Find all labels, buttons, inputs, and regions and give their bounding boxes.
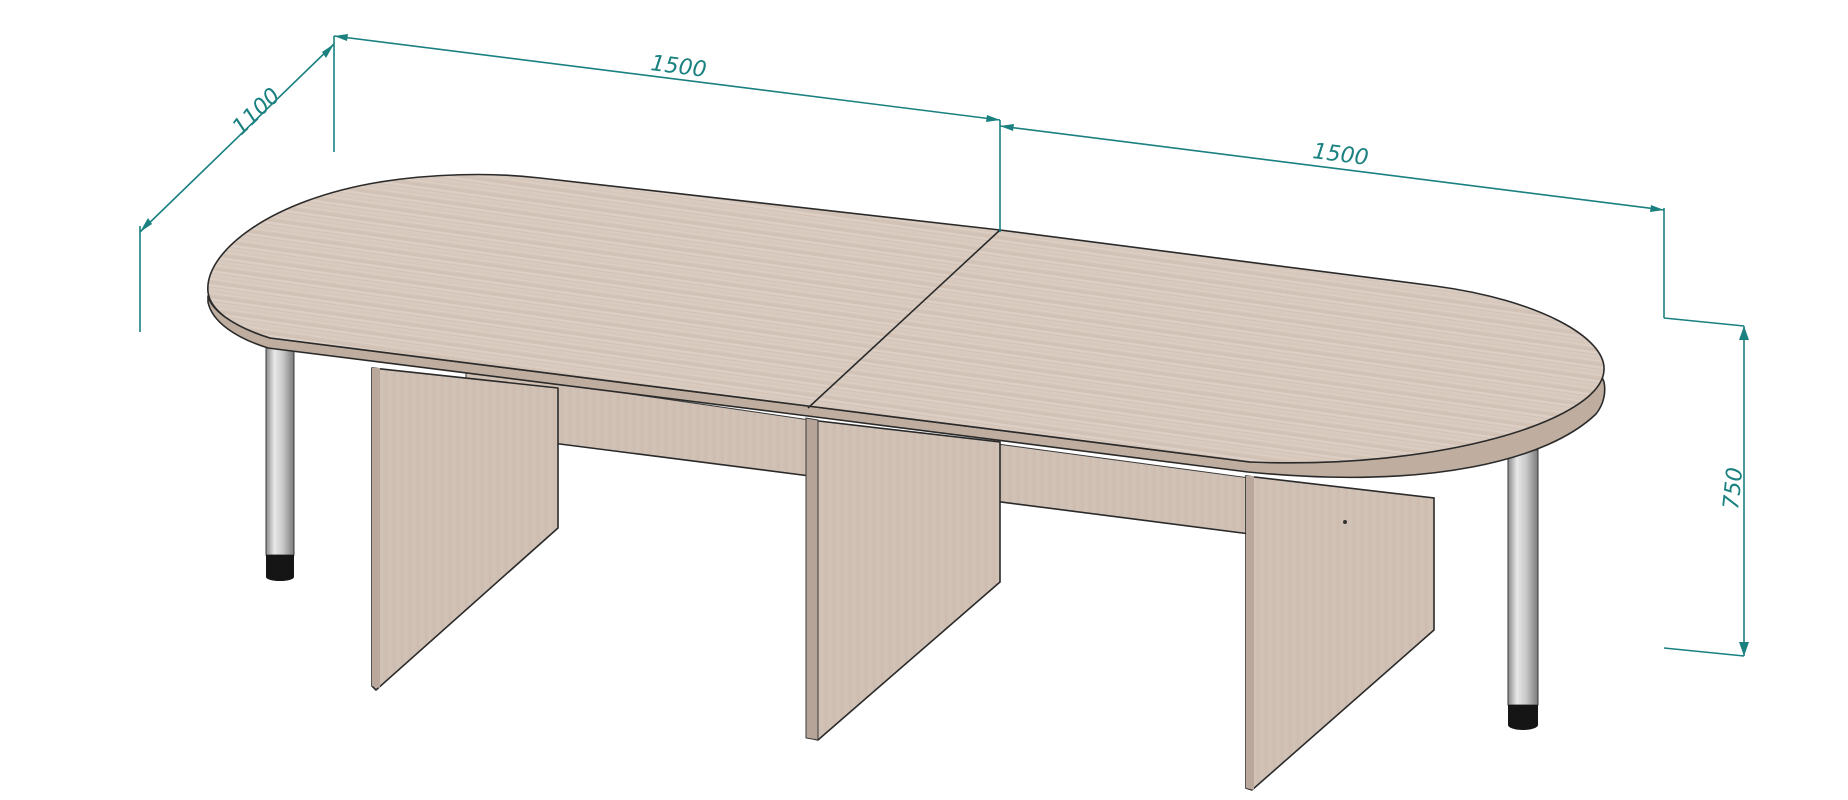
height-label: 750 bbox=[1719, 466, 1748, 510]
height-dimension bbox=[1663, 317, 1749, 657]
panel-leg-right bbox=[1245, 475, 1435, 791]
table-top bbox=[207, 173, 1606, 479]
left-metal-leg bbox=[265, 339, 295, 581]
panel-leg-center bbox=[805, 417, 1001, 741]
length-left-label: 1500 bbox=[649, 51, 708, 83]
depth-dimension bbox=[139, 36, 335, 332]
depth-label: 1100 bbox=[228, 83, 286, 140]
table-top-surface bbox=[207, 173, 1605, 464]
right-metal-leg bbox=[1507, 449, 1539, 730]
length-left-dimension bbox=[333, 34, 1001, 232]
panel-leg-left bbox=[371, 367, 559, 691]
table-top-seam bbox=[807, 229, 1001, 409]
length-right-dimension bbox=[999, 124, 1665, 318]
